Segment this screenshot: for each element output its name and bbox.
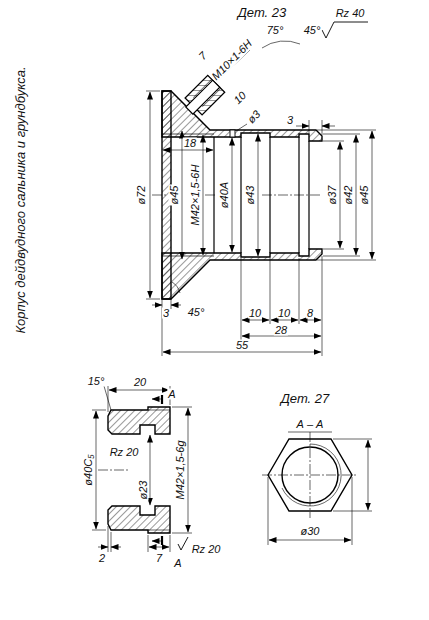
part-27-details (92, 386, 192, 552)
dimension-label: ø72 (136, 185, 147, 206)
dimension-label: ø30 (300, 526, 321, 537)
dimension-label: 10 (231, 89, 249, 107)
dimension-label: 3 (286, 115, 294, 126)
dimension-label: ø40С₅ (83, 453, 94, 486)
part-23-section (162, 91, 322, 299)
dimension-label: 8 (306, 308, 314, 319)
dimension-label: M42×1,5-6g (175, 439, 186, 500)
threaded-boss (181, 75, 225, 119)
dimension-label: M10×1-6H (209, 37, 255, 83)
part-23-edges (162, 130, 309, 256)
dimension-label: ø40A (219, 181, 230, 209)
dimension-label: 55 (235, 340, 249, 351)
part-title: Дет. 27 (280, 392, 331, 405)
dimension-label: ø45 (169, 185, 180, 206)
dimension-label: 18 (183, 138, 197, 149)
dimension-label: А (173, 558, 182, 569)
dimension-label: 7 (196, 49, 210, 63)
dimension-label: Rz 20 (109, 447, 140, 458)
dimension-label: ø45 (359, 185, 370, 206)
dimension-label: 10 (248, 308, 262, 319)
dimension-lines (146, 22, 376, 356)
dimension-label: M42×1,5-6H (190, 164, 201, 227)
dimension-label: 2 (98, 553, 106, 564)
dimension-label: Rz 20 (191, 544, 222, 555)
hex-section-view (262, 432, 372, 545)
dimension-label: 75° (266, 25, 285, 36)
dimension-label: 7 (155, 553, 163, 564)
dimension-label: 45° (303, 25, 322, 36)
side-caption: Корпус дейдвудного сальника и грундбукса… (14, 65, 27, 334)
part-title: Дет. 23 (237, 6, 288, 19)
dimension-label: ø3 (245, 108, 263, 126)
dimension-label: 3 (162, 308, 170, 319)
dimension-label: Rz 40 (335, 8, 366, 19)
dimension-label: 20 (133, 377, 147, 388)
dimension-label: 15° (87, 376, 106, 387)
dimension-label: ø37 (327, 185, 338, 206)
dimension-label: 28 (274, 325, 288, 336)
dimension-label: ø23 (138, 480, 149, 501)
dimension-label: 10 (277, 308, 291, 319)
dimension-label: А (167, 389, 176, 400)
dimension-label: А – А (296, 419, 325, 430)
dimension-label: ø43 (245, 185, 256, 206)
dimension-label: 45° (187, 307, 206, 318)
dimension-label: ø42 (343, 185, 354, 206)
